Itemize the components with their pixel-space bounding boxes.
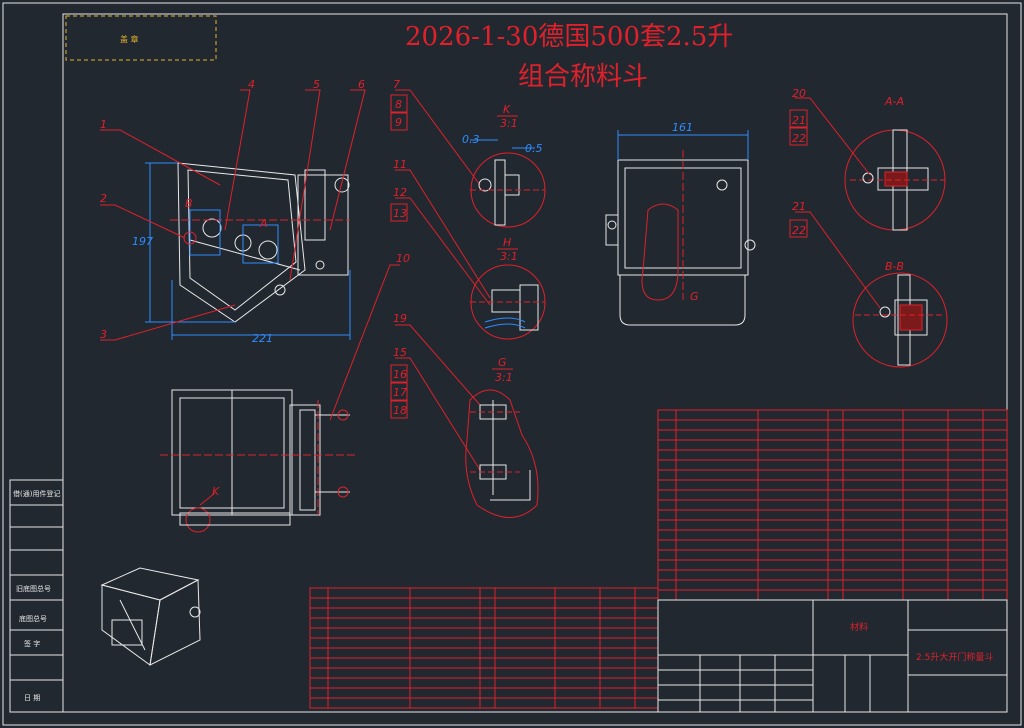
strip-label-3: 底图总号 [19, 614, 47, 623]
balloon-7: 7 [393, 78, 400, 91]
balloon-20: 20 [792, 87, 806, 100]
side-view [605, 130, 756, 326]
title-block-material: 材料 [850, 621, 868, 633]
strip-label-1: 借(通)用件登记 [13, 489, 60, 498]
detail-h-scale: 3:1 [500, 250, 518, 263]
leader-k [199, 492, 216, 506]
mark-b: B [185, 197, 193, 210]
balloon-8: 8 [395, 98, 402, 111]
balloon-3: 3 [100, 328, 107, 341]
front-view [145, 162, 351, 340]
section-bb-label: B-B [885, 260, 904, 273]
balloon-22a: 22 [792, 132, 806, 145]
balloon-22b: 22 [792, 224, 806, 237]
bom-table-right [657, 409, 1008, 601]
dim-0-5: 0.5 [525, 142, 543, 155]
mark-a: A [259, 217, 268, 230]
strip-label-5: 日 期 [24, 694, 40, 702]
detail-g-label: G [498, 356, 507, 369]
inner-frame [62, 13, 1008, 713]
stamp-text: 盖 章 [120, 34, 139, 44]
detail-k [470, 139, 546, 228]
title-block [657, 599, 1008, 713]
leaders-front [100, 89, 366, 341]
dim-221: 221 [252, 332, 273, 345]
detail-balloon-column [390, 89, 491, 471]
balloon-18: 18 [393, 404, 407, 417]
title-block-part-name: 2.5升大开门称量斗 [916, 651, 993, 663]
title-line-2: 组合称料斗 [518, 62, 648, 92]
balloon-13: 13 [393, 207, 407, 220]
balloon-9: 9 [395, 116, 402, 129]
balloon-1: 1 [100, 118, 107, 131]
section-b-b [789, 211, 948, 368]
balloon-16: 16 [393, 368, 407, 381]
dim-161: 161 [672, 121, 693, 134]
section-aa-label: A-A [884, 95, 904, 108]
balloon-10: 10 [396, 252, 410, 265]
detail-h [470, 264, 546, 340]
detail-g [465, 389, 539, 518]
balloon-5: 5 [313, 78, 320, 91]
detail-k-label: K [503, 103, 511, 116]
balloon-15: 15 [393, 346, 407, 359]
title-line-1: 2026-1-30德国500套2.5升 [405, 22, 733, 52]
strip-label-2: 旧底图总号 [16, 584, 51, 593]
balloon-17: 17 [393, 386, 407, 399]
mark-g: G [690, 290, 699, 303]
balloon-6: 6 [358, 78, 365, 91]
left-strip-table [9, 479, 64, 713]
mark-k: K [212, 485, 220, 498]
bom-table-bottom [309, 587, 659, 709]
balloon-21b: 21 [792, 200, 806, 213]
balloon-2: 2 [100, 192, 107, 205]
dim-197: 197 [132, 235, 153, 248]
iso-view [100, 567, 201, 666]
balloon-4: 4 [248, 78, 255, 91]
strip-label-4: 签 字 [24, 639, 40, 648]
section-a-a [789, 97, 946, 231]
leader-10 [329, 264, 400, 421]
detail-h-label: H [503, 236, 511, 249]
balloon-21a: 21 [792, 114, 806, 127]
bom-frame [657, 409, 1008, 601]
top-view [160, 389, 355, 533]
detail-g-scale: 3:1 [495, 371, 513, 384]
balloon-11: 11 [393, 158, 407, 171]
dim-0-3: 0.3 [462, 133, 480, 146]
balloon-12: 12 [393, 186, 407, 199]
balloon-19: 19 [393, 312, 407, 325]
stamp-box [65, 15, 217, 61]
detail-k-scale: 3:1 [500, 117, 518, 130]
